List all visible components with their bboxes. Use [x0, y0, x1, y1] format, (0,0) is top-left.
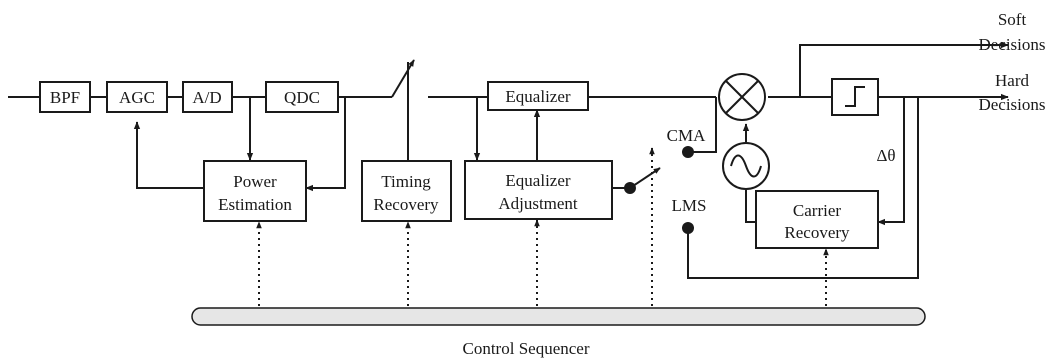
- ad-label: A/D: [192, 88, 221, 107]
- cma-contact: [682, 146, 694, 158]
- bpf-block: BPF: [39, 81, 91, 113]
- agc-label: AGC: [119, 88, 155, 107]
- equalizer-adjustment-label-line2: Adjustment: [498, 194, 578, 213]
- qdc-label: QDC: [284, 88, 320, 107]
- bpf-label: BPF: [50, 88, 80, 107]
- agc-block: AGC: [106, 81, 168, 113]
- power-estimation-label-line2: Estimation: [218, 195, 292, 214]
- control-lines: [256, 147, 829, 312]
- step-icon: [845, 86, 865, 107]
- timing-recovery-block: Timing Recovery: [361, 160, 452, 222]
- equalizer-adjustment-block: Equalizer Adjustment: [464, 160, 613, 220]
- slicer-block: [831, 78, 879, 116]
- hard-decisions-label-line1: Hard: [995, 71, 1029, 90]
- qdc-block: QDC: [265, 81, 339, 113]
- delta-theta-label: Δθ: [876, 146, 895, 165]
- control-sequencer-label: Control Sequencer: [463, 339, 590, 358]
- power-estimation-block: Power Estimation: [203, 160, 307, 222]
- equalizer-adjustment-label-line1: Equalizer: [505, 171, 570, 190]
- carrier-recovery-block: Carrier Recovery: [755, 190, 879, 249]
- signal-path: [8, 41, 1009, 101]
- soft-decisions-label-line2: Decisions: [978, 35, 1045, 54]
- control-sequencer-bar: [191, 307, 926, 326]
- ad-block: A/D: [182, 81, 233, 113]
- timing-recovery-label-line2: Recovery: [373, 195, 439, 214]
- soft-decisions-label-line1: Soft: [998, 10, 1027, 29]
- adjustment-switch-node: [624, 182, 636, 194]
- oscillator-icon: [722, 142, 770, 190]
- mixer-icon: [718, 73, 766, 121]
- power-estimation-label-line1: Power: [233, 172, 277, 191]
- equalizer-block: Equalizer: [487, 81, 589, 111]
- carrier-recovery-label-line1: Carrier: [793, 201, 841, 220]
- timing-recovery-label-line1: Timing: [381, 172, 431, 191]
- carrier-recovery-label-line2: Recovery: [784, 223, 850, 242]
- hard-decisions-label-line2: Decisions: [978, 95, 1045, 114]
- lms-contact: [682, 222, 694, 234]
- lms-label: LMS: [672, 196, 707, 215]
- cma-label: CMA: [667, 126, 706, 145]
- equalizer-label: Equalizer: [505, 87, 570, 106]
- interconnects: [133, 62, 919, 279]
